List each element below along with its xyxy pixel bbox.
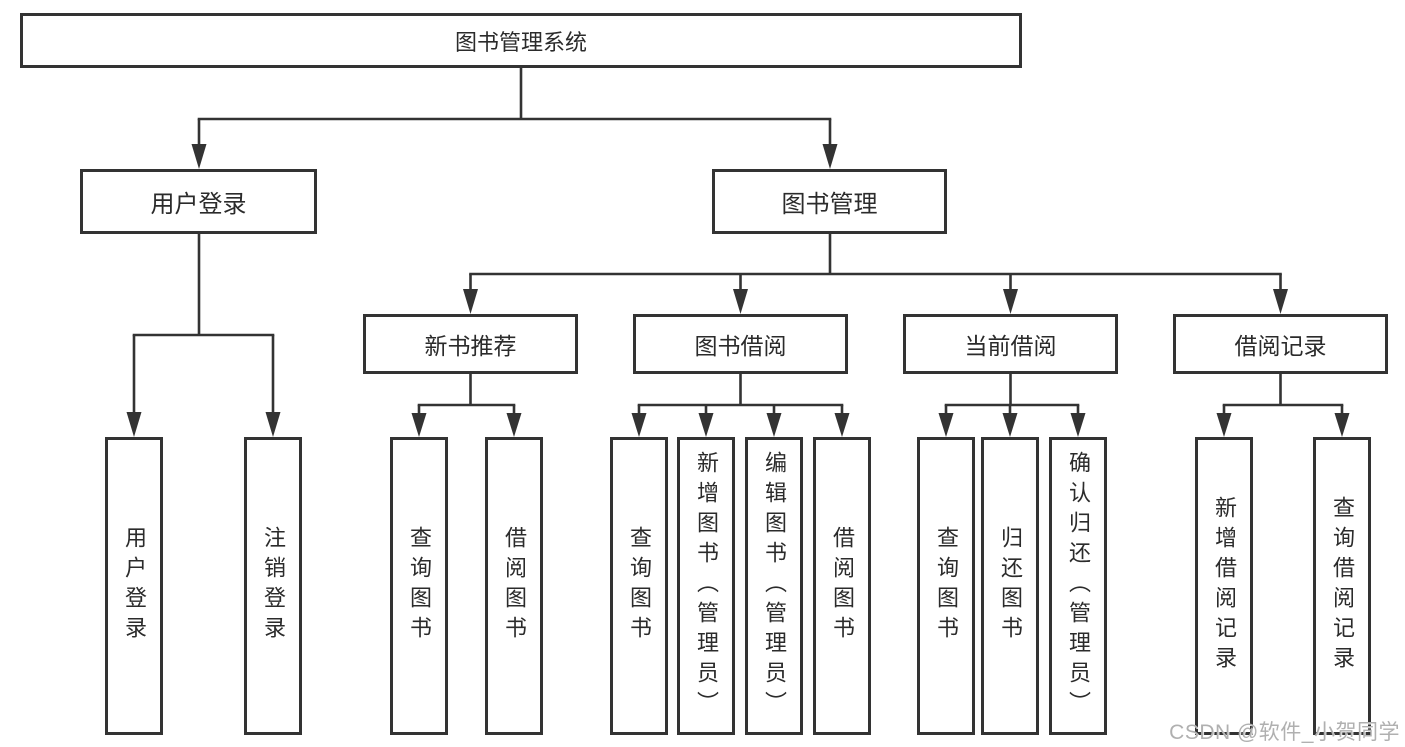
leaf-query-books-borrow: 查询图书	[610, 437, 668, 735]
leaf-edit-book-admin-label: 编辑图书（管理员）	[762, 451, 787, 721]
leaf-confirm-return-admin-label: 确认归还（管理员）	[1066, 451, 1091, 721]
node-book-management-label: 图书管理	[781, 191, 878, 218]
leaf-user-login: 用户登录	[105, 437, 163, 735]
node-borrow-records: 借阅记录	[1173, 314, 1388, 374]
leaf-query-borrow-record-label: 查询借阅记录	[1330, 496, 1355, 676]
node-new-book-recommend: 新书推荐	[363, 314, 578, 374]
leaf-return-books: 归还图书	[981, 437, 1039, 735]
node-user-login-label: 用户登录	[150, 191, 247, 218]
leaf-query-books-recommend: 查询图书	[390, 437, 448, 735]
leaf-query-books-recommend-label: 查询图书	[407, 526, 432, 646]
node-current-borrow: 当前借阅	[903, 314, 1118, 374]
leaf-add-book-admin: 新增图书（管理员）	[677, 437, 735, 735]
leaf-borrow-books-borrow-label: 借阅图书	[830, 526, 855, 646]
leaf-edit-book-admin: 编辑图书（管理员）	[745, 437, 803, 735]
node-root: 图书管理系统	[20, 13, 1022, 68]
node-new-book-recommend-label: 新书推荐	[424, 333, 517, 359]
leaf-query-books-current-label: 查询图书	[934, 526, 959, 646]
leaf-confirm-return-admin: 确认归还（管理员）	[1049, 437, 1107, 735]
leaf-borrow-books-borrow: 借阅图书	[813, 437, 871, 735]
leaf-return-books-label: 归还图书	[998, 526, 1023, 646]
node-user-login: 用户登录	[80, 169, 317, 234]
node-root-label: 图书管理系统	[454, 29, 587, 55]
node-borrow-records-label: 借阅记录	[1234, 333, 1327, 359]
leaf-add-borrow-record: 新增借阅记录	[1195, 437, 1253, 735]
leaf-borrow-books-recommend-label: 借阅图书	[502, 526, 527, 646]
leaf-query-borrow-record: 查询借阅记录	[1313, 437, 1371, 735]
leaf-add-borrow-record-label: 新增借阅记录	[1212, 496, 1237, 676]
leaf-query-books-current: 查询图书	[917, 437, 975, 735]
node-current-borrow-label: 当前借阅	[964, 333, 1057, 359]
leaf-borrow-books-recommend: 借阅图书	[485, 437, 543, 735]
node-book-management: 图书管理	[712, 169, 947, 234]
leaf-logout-label: 注销登录	[261, 526, 286, 646]
watermark: CSDN @软件_小贺同学	[1169, 721, 1400, 744]
leaf-query-books-borrow-label: 查询图书	[627, 526, 652, 646]
leaf-user-login-label: 用户登录	[122, 526, 147, 646]
node-book-borrow: 图书借阅	[633, 314, 848, 374]
leaf-logout: 注销登录	[244, 437, 302, 735]
node-book-borrow-label: 图书借阅	[694, 333, 787, 359]
leaf-add-book-admin-label: 新增图书（管理员）	[694, 451, 719, 721]
